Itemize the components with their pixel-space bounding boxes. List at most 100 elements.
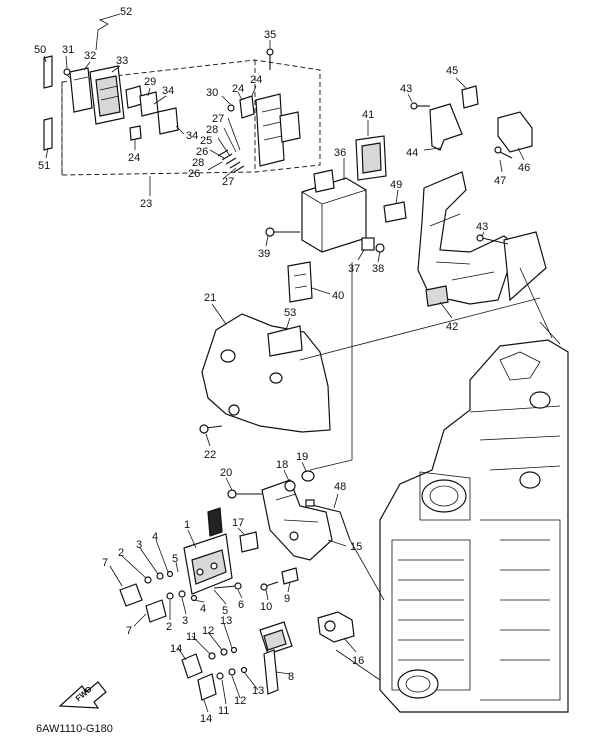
callout-53: 53	[284, 307, 296, 319]
callout-14-upper: 14	[170, 643, 182, 655]
callout-46: 46	[518, 162, 530, 174]
callout-34-upper: 34	[162, 85, 174, 97]
callout-1: 1	[184, 519, 190, 531]
callout-35: 35	[264, 29, 276, 41]
callout-44: 44	[406, 147, 418, 159]
relay-29	[139, 91, 159, 117]
coil-8	[259, 621, 293, 695]
callout-24-mid: 24	[232, 83, 244, 95]
bolt-35	[266, 48, 274, 70]
callout-5-upper: 5	[172, 553, 178, 565]
callout-43-lower: 43	[476, 221, 488, 233]
callout-3-lower: 3	[182, 615, 188, 627]
clip-45	[461, 85, 479, 109]
callout-12-lower: 12	[234, 695, 246, 707]
callout-42: 42	[446, 321, 458, 333]
callout-52: 52	[120, 6, 132, 18]
callout-11-lower: 11	[218, 705, 229, 717]
rubber-24	[129, 125, 142, 141]
bolt-10	[260, 581, 279, 591]
bolt-43-upper	[410, 102, 430, 110]
callout-14-lower: 14	[200, 713, 212, 725]
cover-21	[201, 313, 331, 433]
callout-10: 10	[260, 601, 272, 613]
callout-22: 22	[204, 449, 216, 461]
callout-47: 47	[494, 175, 506, 187]
plate-51	[43, 117, 53, 151]
callout-45: 45	[446, 65, 458, 77]
callout-18: 18	[276, 459, 288, 471]
callout-21: 21	[204, 292, 216, 304]
assembly-1	[183, 507, 233, 595]
bolt-39	[265, 227, 300, 237]
callout-38: 38	[372, 263, 384, 275]
callout-26-upper: 26	[196, 146, 208, 158]
callout-8: 8	[288, 671, 294, 683]
callout-23: 23	[140, 198, 152, 210]
component-group-outline	[61, 59, 321, 176]
callout-20: 20	[220, 467, 232, 479]
band-48	[305, 499, 351, 541]
callout-7-lower: 7	[126, 625, 132, 637]
callout-25: 25	[200, 135, 212, 147]
bolt-43-lower	[476, 234, 509, 245]
callout-40: 40	[332, 290, 344, 302]
diagram-code: 6AW1110-G180	[36, 723, 113, 735]
callout-15: 15	[350, 541, 362, 553]
callout-5-lower: 5	[222, 605, 228, 617]
collar-37	[361, 237, 375, 251]
callout-33: 33	[116, 55, 128, 67]
callout-27-upper: 27	[212, 113, 224, 125]
bolt-47	[494, 146, 513, 159]
fuse-holder-24	[239, 95, 255, 119]
callout-41: 41	[362, 109, 374, 121]
callout-27-lower: 27	[222, 176, 234, 188]
ignition-module-33	[89, 65, 125, 125]
callout-6: 6	[238, 599, 244, 611]
callout-7-upper: 7	[102, 557, 108, 569]
callout-34-lower: 34	[186, 130, 198, 142]
connector-40	[287, 261, 313, 303]
clamp-17	[239, 531, 259, 553]
washers-2-5	[144, 570, 198, 602]
plug-49	[383, 201, 407, 223]
callout-43-upper: 43	[400, 83, 412, 95]
callout-31: 31	[62, 44, 74, 56]
engine-block	[379, 339, 569, 713]
cap-7-upper	[119, 583, 143, 607]
sensor-16	[317, 611, 355, 643]
leader-lines	[43, 13, 561, 713]
callout-37: 37	[348, 263, 360, 275]
callout-13-lower: 13	[252, 685, 264, 697]
box-36	[301, 169, 367, 253]
collar-19	[301, 470, 315, 482]
callout-3-upper: 3	[136, 539, 142, 551]
callout-17: 17	[232, 517, 244, 529]
callout-28-lower: 28	[192, 157, 204, 169]
callout-2-upper: 2	[118, 547, 124, 559]
bolt-22	[199, 424, 223, 434]
cap-7-lower	[145, 599, 167, 623]
washers-11-13	[208, 646, 248, 680]
callout-51: 51	[38, 160, 50, 172]
fwd-arrow-icon: FWD	[58, 681, 107, 709]
screw-30	[227, 104, 235, 112]
callout-4-lower: 4	[200, 603, 206, 615]
bracket-44	[429, 103, 463, 151]
cover-41	[355, 135, 387, 181]
callout-13-upper: 13	[220, 615, 232, 627]
fuse-block	[255, 93, 301, 167]
nut-38	[375, 243, 385, 253]
callout-2-lower: 2	[166, 621, 172, 633]
callout-24-left: 24	[128, 152, 140, 164]
callout-48: 48	[334, 481, 346, 493]
bracket-15	[261, 479, 333, 561]
plate-50	[43, 55, 53, 89]
clip-9	[281, 567, 299, 585]
cap-14-lower	[197, 673, 217, 701]
bolt-6	[213, 582, 242, 590]
callout-11-upper: 11	[186, 631, 197, 643]
callout-26-lower: 26	[188, 168, 200, 180]
callout-30: 30	[206, 87, 218, 99]
